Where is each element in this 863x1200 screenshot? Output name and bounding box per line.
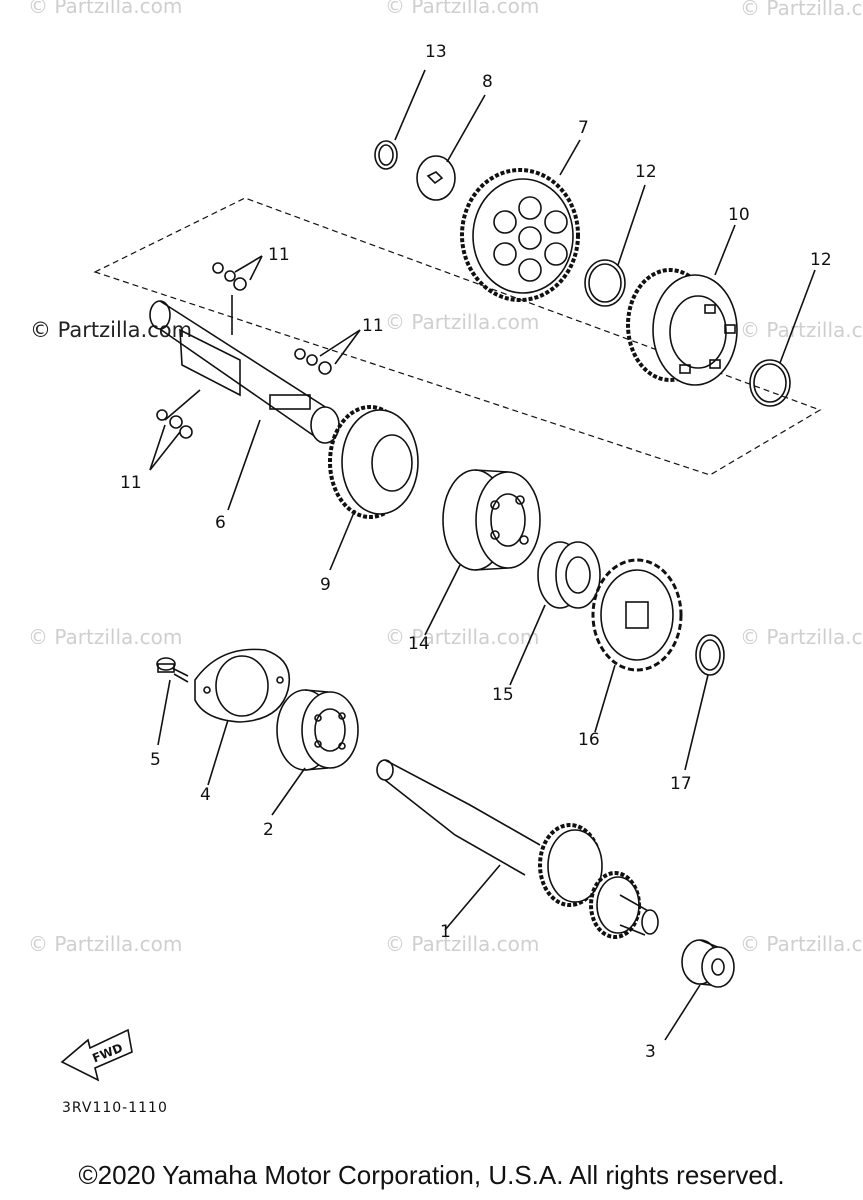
- callout-9: 9: [320, 575, 331, 595]
- callout-11c: 11: [120, 473, 142, 493]
- callout-11b: 11: [362, 316, 384, 336]
- watermark: © Partzilla.com: [28, 932, 183, 956]
- sprocket-16: [591, 558, 683, 733]
- callout-5: 5: [150, 750, 161, 770]
- callout-15: 15: [492, 685, 514, 705]
- oil-seal-15: [509, 541, 601, 686]
- watermark: © Partzilla.com: [385, 0, 540, 18]
- watermark: © Partzilla.com: [385, 932, 540, 956]
- fwd-arrow-icon: [60, 1028, 133, 1082]
- circlip-12b: [749, 269, 816, 407]
- bolt-5: [156, 657, 189, 746]
- plate-4: [194, 648, 290, 786]
- gear-9: [328, 405, 419, 571]
- callout-10: 10: [728, 205, 750, 225]
- watermark: © Partzilla.com: [740, 0, 863, 20]
- callout-12b: 12: [810, 250, 832, 270]
- collar-3: [664, 939, 735, 1041]
- callout-3: 3: [645, 1042, 656, 1062]
- callout-13: 13: [425, 42, 447, 62]
- fwd-label: FWD: [90, 1041, 124, 1066]
- callout-1: 1: [440, 922, 451, 942]
- callout-8: 8: [482, 72, 493, 92]
- callout-7: 7: [578, 118, 589, 138]
- watermark: © Partzilla.com: [28, 625, 183, 649]
- circlip-12: [584, 184, 646, 307]
- watermark: © Partzilla.com: [30, 318, 193, 342]
- circlip-13: [374, 69, 426, 170]
- main-shaft-1: [376, 759, 659, 939]
- shaft-6: [149, 300, 340, 511]
- watermark: © Partzilla.com: [740, 932, 863, 956]
- lock-washer-8: [416, 94, 486, 201]
- diagram-code: 3RV110-1110: [62, 1100, 168, 1116]
- callout-11a: 11: [268, 245, 290, 265]
- bearing-2: [271, 689, 359, 816]
- callout-12: 12: [635, 162, 657, 182]
- callout-16: 16: [578, 730, 600, 750]
- circlip-17: [684, 634, 725, 771]
- callout-14: 14: [408, 634, 430, 654]
- watermark: © Partzilla.com: [740, 625, 863, 649]
- callout-4: 4: [200, 785, 211, 805]
- copyright-notice: ©2020 Yamaha Motor Corporation, U.S.A. A…: [78, 1160, 785, 1190]
- gear-10: [626, 224, 738, 386]
- callout-2: 2: [263, 820, 274, 840]
- bearing-14: [424, 469, 541, 636]
- gear-7: [460, 139, 581, 302]
- watermark: © Partzilla.com: [740, 318, 863, 342]
- watermark: © Partzilla.com: [385, 625, 540, 649]
- balls-11: [149, 255, 361, 471]
- watermark: © Partzilla.com: [28, 0, 183, 18]
- callout-6: 6: [215, 513, 226, 533]
- watermark: © Partzilla.com: [385, 310, 540, 334]
- callout-17: 17: [670, 774, 692, 794]
